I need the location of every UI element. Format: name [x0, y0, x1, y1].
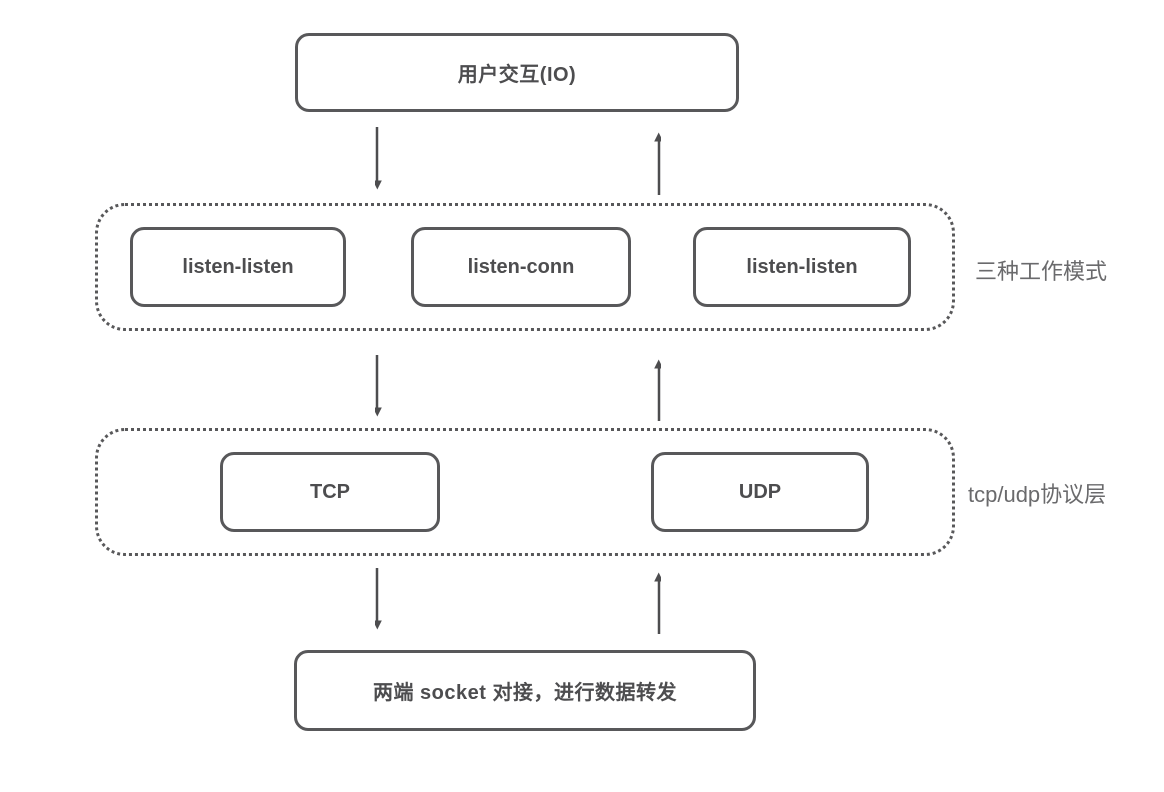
node-user-io-label: 用户交互(IO) [457, 64, 577, 86]
node-udp-label: UDP [738, 480, 782, 503]
node-tcp-label: TCP [310, 480, 350, 503]
node-listen-listen-left-label: listen-listen [182, 255, 294, 278]
modes-layer-side-label: 三种工作模式 [975, 259, 1108, 284]
node-listen-conn-label: listen-conn [467, 255, 575, 278]
node-user-io: 用户交互(IO) [295, 33, 739, 112]
node-listen-conn: listen-conn [411, 227, 631, 307]
protocol-layer-container: TCP UDP [95, 428, 955, 556]
node-udp: UDP [651, 452, 869, 532]
node-tcp: TCP [220, 452, 440, 532]
node-listen-listen-right: listen-listen [693, 227, 911, 307]
modes-layer-container: listen-listen listen-conn listen-listen [95, 203, 955, 331]
node-socket-forward-label: 两端 socket 对接，进行数据转发 [373, 682, 677, 704]
node-socket-forward: 两端 socket 对接，进行数据转发 [294, 650, 756, 731]
node-listen-listen-left: listen-listen [130, 227, 346, 307]
node-listen-listen-right-label: listen-listen [746, 255, 858, 278]
protocol-layer-side-label: tcp/udp协议层 [968, 482, 1107, 507]
